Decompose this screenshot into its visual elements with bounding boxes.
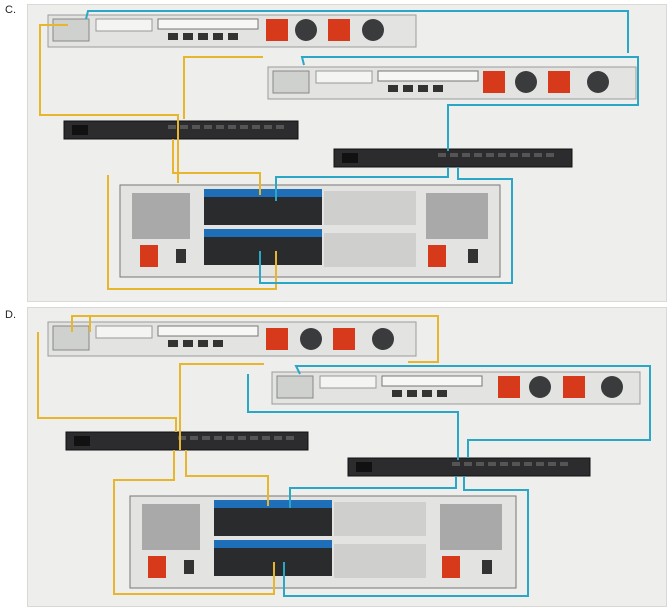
switch-left [65, 431, 309, 451]
switch-right [333, 148, 573, 168]
switch-right [347, 457, 591, 477]
ethernet-ports [168, 33, 238, 40]
fan-icon [601, 376, 623, 398]
power-supply-icon [483, 71, 505, 93]
storage-array [119, 184, 501, 278]
power-supply-icon [563, 376, 585, 398]
server-middle [271, 371, 641, 405]
cables-c [39, 10, 639, 290]
fan-icon [362, 19, 384, 41]
power-supply-icon [328, 19, 350, 41]
option-label-c: C. [5, 4, 16, 16]
storage-array [129, 495, 517, 589]
fan-icon [295, 19, 317, 41]
fan-icon [515, 71, 537, 93]
fan-icon [587, 71, 609, 93]
server-middle [267, 66, 637, 100]
option-c-diagram [27, 4, 667, 302]
diagram-d-svg [37, 315, 651, 597]
fan-icon [300, 328, 322, 350]
power-supply-icon [266, 19, 288, 41]
power-supply-icon [148, 556, 166, 578]
power-supply-icon [333, 328, 355, 350]
fan-icon [529, 376, 551, 398]
option-label-d: D. [5, 309, 16, 321]
server-top [47, 321, 417, 357]
power-supply-icon [548, 71, 570, 93]
diagram-c-svg [39, 10, 639, 290]
power-supply-icon [266, 328, 288, 350]
server-top [47, 14, 417, 48]
option-d-diagram [27, 307, 667, 607]
cables-d [37, 315, 651, 597]
power-supply-icon [140, 245, 158, 267]
switch-left [63, 120, 299, 140]
fan-icon [372, 328, 394, 350]
power-supply-icon [498, 376, 520, 398]
power-supply-icon [428, 245, 446, 267]
power-supply-icon [442, 556, 460, 578]
